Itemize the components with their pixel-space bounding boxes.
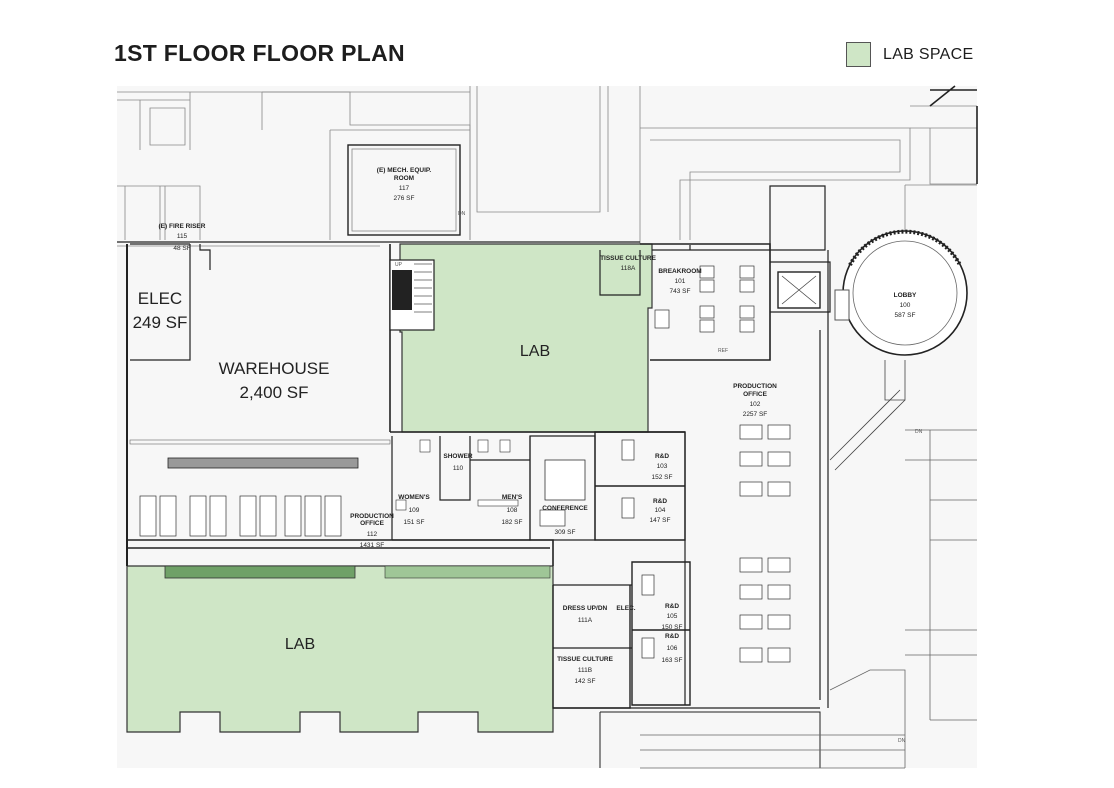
label-mens-num: 108 [507,507,518,514]
label-tissue-lower-num: 111B [578,667,592,674]
lower-right-context [640,429,977,769]
label-ref: REF [718,348,728,354]
label-dn-2: DN [915,429,923,435]
lobby-rotunda [834,229,968,356]
label-mech-num: 117 [399,185,410,192]
label-shower-num: 110 [453,465,464,472]
label-breakroom-num: 101 [675,278,686,285]
label-rd2-sf: 147 SF [650,517,671,524]
label-riser: (E) FIRE RISER [159,223,206,230]
label-elec: ELEC [138,289,182,308]
rd-benches [621,439,655,659]
label-tissue-upper: TISSUE CULTURE [600,255,657,262]
lab-upper-area [399,243,653,433]
label-womens: WOMEN'S [398,494,430,501]
label-rd2-num: 104 [655,507,666,514]
label-womens-num: 109 [409,507,420,514]
label-prod2: PRODUCTION [350,513,394,520]
stair-upper [389,259,435,331]
label-lab-lower: LAB [285,636,315,653]
ramp-lobby [829,360,906,471]
label-rd4: R&D [665,633,679,640]
label-dress: DRESS UP/DN [563,605,608,612]
lab-bench-strip [164,565,356,579]
label-tissue-upper-num: 118A [621,265,636,272]
label-womens-sf: 151 SF [404,519,425,526]
label-prod-office-sf: 2257 SF [743,411,768,418]
label-riser-num: 115 [177,233,188,240]
label-dn-1: DN [458,211,466,217]
lab-bench-strip-2 [384,565,551,579]
label-prod2-sf: 1431 SF [360,542,385,549]
workstations-102 [739,424,791,663]
label-prod-office-num: 102 [750,401,761,408]
room-labels: (E) MECH. EQUIP. ROOM 117 276 SF (E) FIR… [133,167,923,744]
label-rd3: R&D [665,603,679,610]
label-mens-sf: 182 SF [502,519,523,526]
label-elec2: ELEC. [616,605,635,612]
label-breakroom-sf: 743 SF [670,288,691,295]
label-warehouse-sf: 2,400 SF [240,383,309,402]
legend-label: LAB SPACE [883,45,974,63]
label-dress-num: 111A [578,617,593,624]
label-warehouse: WAREHOUSE [219,359,330,378]
label-lobby-num: 100 [900,302,911,309]
legend: LAB SPACE [846,42,973,67]
conference-table [539,459,586,527]
warehouse-line [129,439,391,445]
label-breakroom: BREAKROOM [658,268,701,275]
label-mech-2: ROOM [394,175,414,182]
label-conference: CONFERENCE [542,505,588,512]
breakroom-tables [654,265,755,333]
label-conference-sf: 309 SF [555,529,576,536]
walls [126,185,831,768]
label-tissue-lower: TISSUE CULTURE [557,656,614,663]
restroom-fixtures [395,439,519,511]
label-rd2: R&D [653,498,667,505]
label-lobby: LOBBY [894,292,917,299]
label-rd4-sf: 163 SF [662,657,683,664]
elevator [777,271,821,309]
label-rd1-sf: 152 SF [652,474,673,481]
label-lobby-sf: 587 SF [895,312,916,319]
label-mech-sf: 276 SF [394,195,415,202]
label-shower: SHOWER [443,453,473,460]
label-rd4-num: 106 [667,645,678,652]
label-rd1-num: 103 [657,463,668,470]
page-title: 1ST FLOOR FLOOR PLAN [114,40,405,66]
label-dn-3: DN [898,738,906,744]
label-mech: (E) MECH. EQUIP. [377,167,432,174]
label-up: UP [395,262,403,268]
label-mens: MEN'S [502,494,523,501]
warehouse-rack [167,457,359,469]
label-rd3-sf: 150 SF [662,624,683,631]
label-elec-sf: 249 SF [133,313,188,332]
lab-lower-area [126,565,554,733]
label-rd3-num: 105 [667,613,678,620]
label-tissue-lower-sf: 142 SF [575,678,596,685]
label-prod-office: PRODUCTION [733,383,777,390]
label-riser-sf: 48 SF [173,245,190,252]
label-prod2-2: OFFICE [360,520,384,527]
workstations-112 [139,495,342,537]
label-rd1: R&D [655,453,669,460]
label-prod-office-2: OFFICE [743,391,767,398]
label-lab-upper: LAB [520,343,550,360]
legend-swatch-lab [846,42,871,67]
label-prod2-num: 112 [367,531,378,538]
